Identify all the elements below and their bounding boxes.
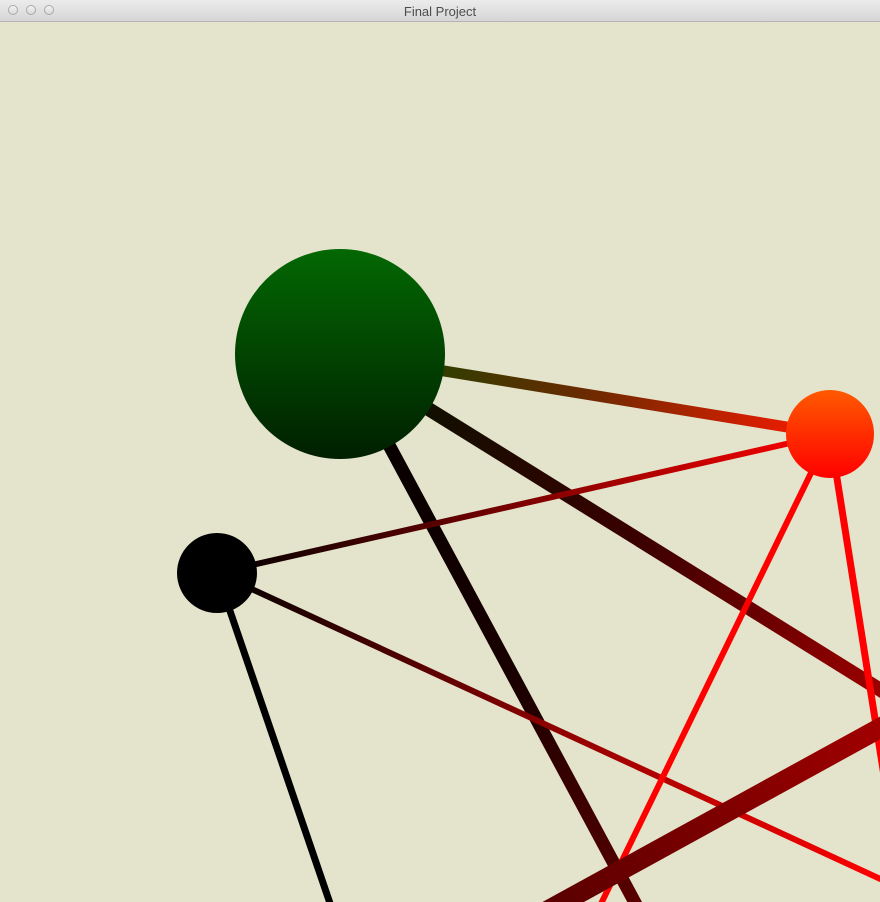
edge-green-lower-right bbox=[336, 348, 880, 698]
canvas-background bbox=[0, 22, 880, 902]
window-title: Final Project bbox=[403, 4, 477, 19]
edge-dark-red bbox=[542, 716, 880, 902]
edge-green-bottom bbox=[334, 350, 643, 902]
edge-black-orange bbox=[216, 431, 831, 576]
node-black[interactable] bbox=[177, 533, 257, 613]
minimize-button[interactable] bbox=[26, 5, 36, 15]
edge-orange-bottom-left bbox=[598, 432, 833, 902]
title-bar[interactable]: Final Project bbox=[0, 0, 880, 22]
node-orange[interactable] bbox=[786, 390, 874, 478]
close-button[interactable] bbox=[8, 5, 18, 15]
zoom-button[interactable] bbox=[44, 5, 54, 15]
window-controls bbox=[8, 5, 54, 15]
edge-black-right bbox=[215, 570, 880, 883]
graph-canvas[interactable] bbox=[0, 22, 880, 902]
graph-svg bbox=[0, 22, 880, 902]
edge-black-bottom bbox=[213, 571, 334, 902]
node-green[interactable] bbox=[235, 249, 445, 459]
